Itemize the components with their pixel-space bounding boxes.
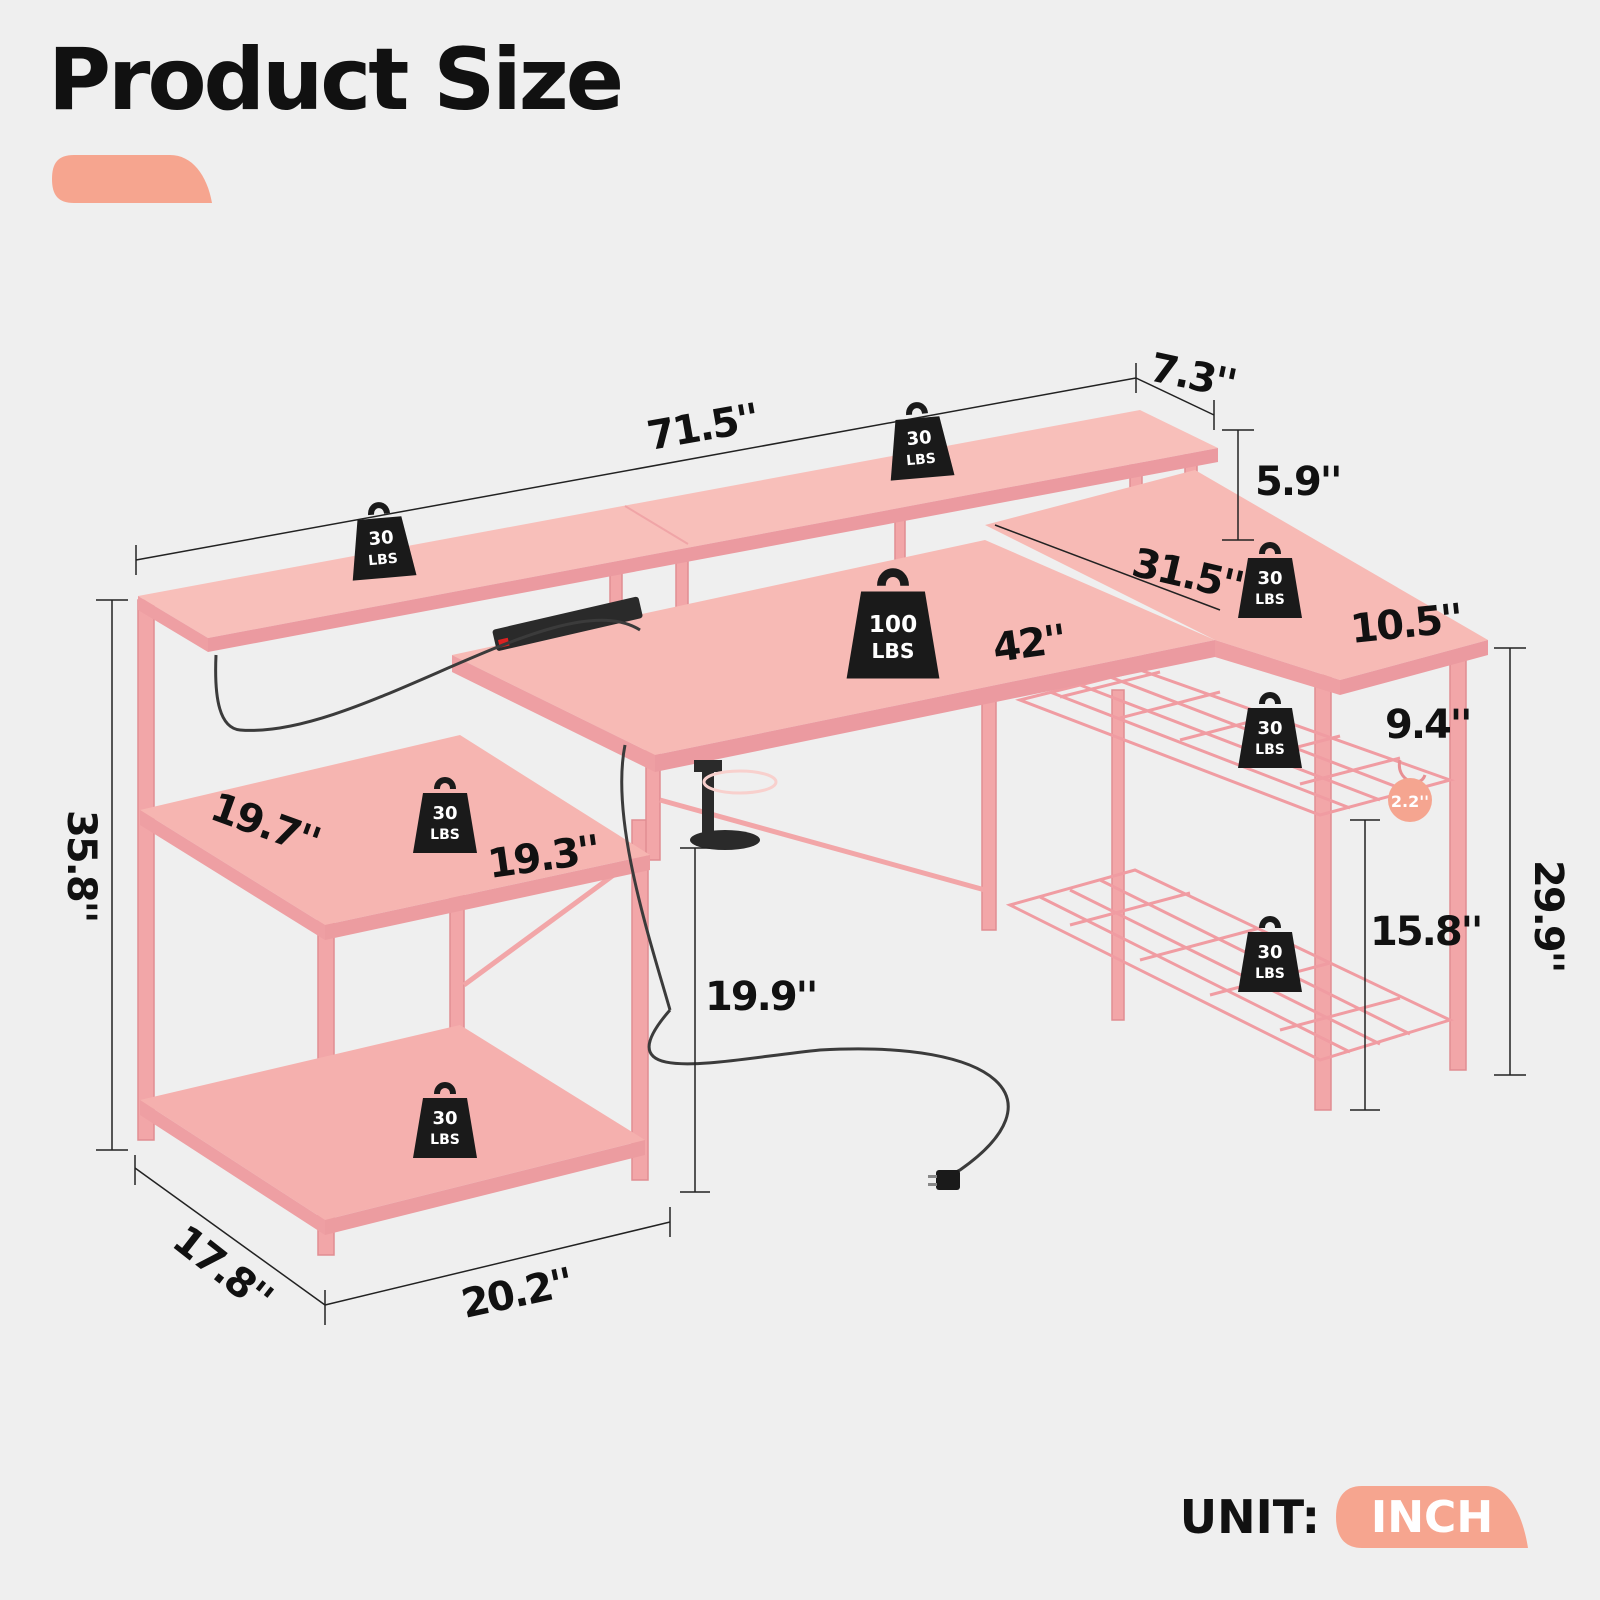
dim-riser-depth: 7.3'' [1146,345,1239,408]
dim-side-shelf-gap: 9.4'' [1385,702,1470,748]
unit-badge: INCH [1336,1486,1528,1548]
svg-text:LBS: LBS [871,639,914,663]
svg-text:LBS: LBS [368,551,399,570]
dim-rack-gap: 15.8'' [1370,909,1481,955]
svg-text:30: 30 [1257,568,1282,589]
unit-value: INCH [1370,1491,1494,1543]
dim-base-width: 20.2'' [458,1260,576,1328]
weight-icon: 30 LBS [413,1085,477,1158]
weight-icon: 30 LBS [1238,695,1302,768]
svg-text:30: 30 [906,427,933,450]
svg-text:LBS: LBS [1255,966,1285,982]
page-title: Product Size [48,30,624,130]
weight-icon: 30 LBS [413,780,477,853]
svg-text:30: 30 [368,527,395,550]
dim-total-height: 35.8'' [58,810,104,921]
weight-icon: 30 LBS [884,402,954,480]
svg-text:30: 30 [432,1108,457,1129]
svg-text:LBS: LBS [906,451,937,470]
unit-label: UNIT: [1179,1490,1320,1544]
dim-desk-height: 29.9'' [1525,860,1571,971]
weight-icon: 30 LBS [346,502,416,580]
svg-text:LBS: LBS [430,1132,460,1148]
svg-text:LBS: LBS [430,827,460,843]
hook-size-label: 2.2'' [1391,792,1429,811]
svg-text:LBS: LBS [1255,742,1285,758]
weight-icon: 30 LBS [1238,919,1302,992]
dim-base-depth: 17.8'' [164,1217,280,1322]
plug-icon [928,1170,960,1190]
unit-indicator: UNIT: INCH [1180,1486,1528,1548]
svg-text:30: 30 [1257,718,1282,739]
weight-icon: 100 LBS [847,573,940,679]
svg-text:30: 30 [432,803,457,824]
svg-text:LBS: LBS [1255,592,1285,608]
cup-holder-icon [690,760,778,850]
dim-main-desk-length: 42'' [990,616,1068,672]
svg-text:30: 30 [1257,942,1282,963]
svg-text:100: 100 [869,611,917,638]
dim-lower-opening-height: 19.9'' [705,974,816,1020]
weight-icon: 30 LBS [1238,545,1302,618]
title-accent-bar [52,155,212,203]
dim-riser-height: 5.9'' [1255,459,1340,505]
